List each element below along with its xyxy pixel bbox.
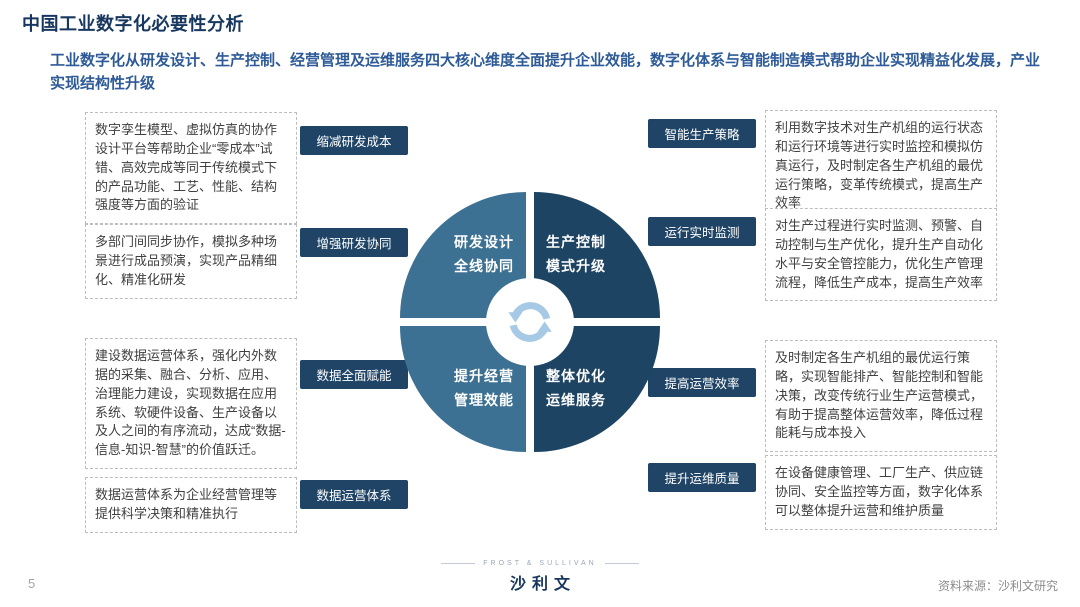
logo-en-text: FROST & SULLIVAN <box>483 560 597 567</box>
tag-reduce-rd-cost: 缩减研发成本 <box>300 126 408 155</box>
source-note: 资料来源：沙利文研究 <box>937 579 1058 593</box>
note-intelligent-production-strategy: 利用数字技术对生产机组的运行状态和运行环境等进行实时监控和模拟仿真运行，及时制定… <box>765 110 997 223</box>
note-data-operation-system: 数据运营体系为企业经营管理等提供科学决策和精准执行 <box>85 477 297 533</box>
note-realtime-monitoring: 对生产过程进行实时监测、预警、自动控制与生产优化，提升生产自动化水平与安全管控能… <box>765 208 997 302</box>
note-text: 数字孪生模型、虚拟仿真的协作设计平台等帮助企业“零成本”试错、高效完成等同于传统… <box>95 122 278 213</box>
note-text: 建设数据运营体系，强化内外数据的采集、融合、分析、应用、治理能力建设，实现数据在… <box>95 348 286 458</box>
logo-cn-text: 沙利文 <box>509 576 576 593</box>
quadrant-label: 生产控制 模式升级 <box>546 234 606 274</box>
page-title: 中国工业数字化必要性分析 <box>22 14 244 34</box>
note-text: 及时制定各生产机组的最优运行策略，实现智能排产、智能控制和智能决策，改变传统行业… <box>775 350 984 441</box>
tag-data-empowerment: 数据全面赋能 <box>300 360 408 389</box>
note-text: 多部门间同步协作，模拟多种场景进行成品预演，实现产品精细化、精准化研发 <box>95 234 278 287</box>
core-cycle-diagram: 研发设计 全线协同 生产控制 模式升级 提升经营 管理效能 整体优化 运维服务 <box>400 192 660 452</box>
note-maintenance-quality: 在设备健康管理、工厂生产、供应链协同、安全监控等方面，数字化体系可以整体提升运营… <box>765 455 997 530</box>
quadrant-label: 研发设计 全线协同 <box>454 234 514 274</box>
frost-sullivan-logo: FROST & SULLIVAN 沙利文 <box>0 560 1080 594</box>
tag-maintenance-quality: 提升运维质量 <box>648 463 756 492</box>
tag-enhance-rd-collaboration: 增强研发协同 <box>300 228 408 257</box>
note-text: 在设备健康管理、工厂生产、供应链协同、安全监控等方面，数字化体系可以整体提升运营… <box>775 465 984 518</box>
cycle-hub <box>486 278 574 366</box>
tag-realtime-monitoring: 运行实时监测 <box>648 217 756 246</box>
cycle-arrows-icon <box>508 302 552 342</box>
tag-operational-efficiency: 提高运营效率 <box>648 368 756 397</box>
note-operational-efficiency: 及时制定各生产机组的最优运行策略，实现智能排产、智能控制和智能决策，改变传统行业… <box>765 340 997 453</box>
note-enhance-rd-collaboration: 多部门间同步协作，模拟多种场景进行成品预演，实现产品精细化、精准化研发 <box>85 224 297 299</box>
quadrant-label: 提升经营 管理效能 <box>454 368 514 408</box>
note-data-empowerment: 建设数据运营体系，强化内外数据的采集、融合、分析、应用、治理能力建设，实现数据在… <box>85 338 297 470</box>
note-text: 对生产过程进行实时监测、预警、自动控制与生产优化，提升生产自动化水平与安全管控能… <box>775 218 984 290</box>
tag-data-operation-system: 数据运营体系 <box>300 480 408 509</box>
note-text: 数据运营体系为企业经营管理等提供科学决策和精准执行 <box>95 487 278 521</box>
logo-divider-right <box>604 563 639 564</box>
tag-intelligent-production-strategy: 智能生产策略 <box>648 119 756 148</box>
logo-top-row: FROST & SULLIVAN <box>441 560 639 567</box>
page-number: 5 <box>28 576 36 591</box>
quadrant-label: 整体优化 运维服务 <box>546 368 606 408</box>
logo-divider-left <box>441 563 476 564</box>
note-text: 利用数字技术对生产机组的运行状态和运行环境等进行实时监控和模拟仿真运行，及时制定… <box>775 120 984 211</box>
page-subtitle: 工业数字化从研发设计、生产控制、经营管理及运维服务四大核心维度全面提升企业效能，… <box>50 52 1041 92</box>
note-reduce-rd-cost: 数字孪生模型、虚拟仿真的协作设计平台等帮助企业“零成本”试错、高效完成等同于传统… <box>85 112 297 225</box>
